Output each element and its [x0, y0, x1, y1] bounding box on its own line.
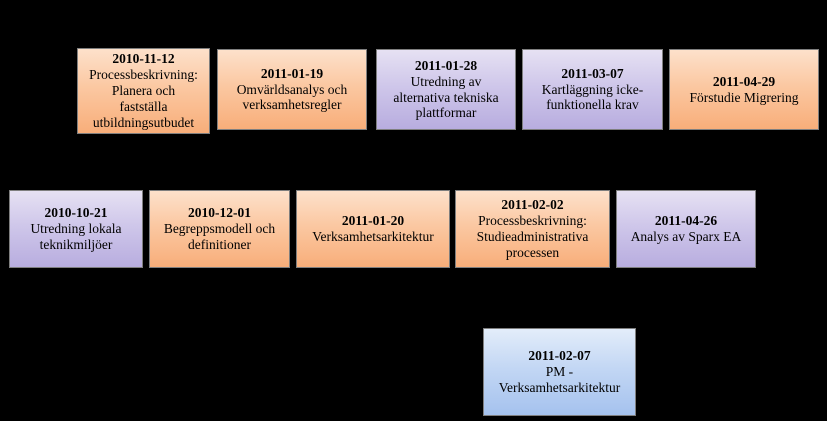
- card-title: Processbeskrivning: Studieadministrativa…: [476, 213, 589, 260]
- card-title: Kartläggning icke- funktionella krav: [541, 81, 644, 113]
- card-2011-02-07: 2011-02-07 PM - Verksamhetsarkitektur: [483, 328, 636, 416]
- card-title: Verksamhetsarkitektur: [312, 229, 434, 244]
- card-2011-04-26: 2011-04-26 Analys av Sparx EA: [616, 190, 756, 268]
- card-date: 2011-04-26: [654, 213, 718, 229]
- card-2010-12-01: 2010-12-01 Begreppsmodell och definition…: [149, 190, 290, 268]
- card-date: 2011-02-07: [528, 348, 591, 364]
- card-2011-04-29: 2011-04-29 Förstudie Migrering: [669, 49, 819, 130]
- card-2011-01-28: 2011-01-28 Utredning av alternativa tekn…: [376, 49, 516, 130]
- card-title: Begreppsmodell och definitioner: [163, 221, 276, 252]
- card-2011-03-07: 2011-03-07 Kartläggning icke- funktionel…: [522, 49, 663, 130]
- card-title: PM - Verksamhetsarkitektur: [498, 364, 621, 395]
- card-date: 2010-11-12: [112, 51, 175, 67]
- card-2010-11-12: 2010-11-12 Processbeskrivning: Planera o…: [77, 48, 210, 134]
- card-date: 2011-01-28: [414, 57, 478, 73]
- card-date: 2011-04-29: [712, 73, 776, 89]
- card-title: Processbeskrivning: Planera och faststäl…: [89, 67, 198, 130]
- card-title: Omvärldsanalys och verksamhetsregler: [236, 81, 348, 113]
- card-title: Utredning av alternativa tekniska plattf…: [393, 73, 499, 121]
- card-2011-01-20: 2011-01-20 Verksamhetsarkitektur: [296, 190, 450, 268]
- card-2011-01-19: 2011-01-19 Omvärldsanalys och verksamhet…: [217, 49, 367, 130]
- card-title: Utredning lokala teknikmiljöer: [30, 221, 122, 252]
- card-2010-10-21: 2010-10-21 Utredning lokala teknikmiljöe…: [9, 190, 143, 268]
- card-date: 2011-02-02: [501, 197, 564, 213]
- card-title: Analys av Sparx EA: [630, 229, 742, 244]
- card-date: 2010-10-21: [44, 205, 108, 221]
- card-date: 2011-01-20: [341, 213, 405, 229]
- card-title: Förstudie Migrering: [689, 89, 799, 105]
- card-date: 2011-03-07: [561, 65, 624, 81]
- card-date: 2010-12-01: [188, 205, 251, 221]
- card-2011-02-02: 2011-02-02 Processbeskrivning: Studieadm…: [455, 190, 610, 268]
- card-date: 2011-01-19: [260, 65, 324, 81]
